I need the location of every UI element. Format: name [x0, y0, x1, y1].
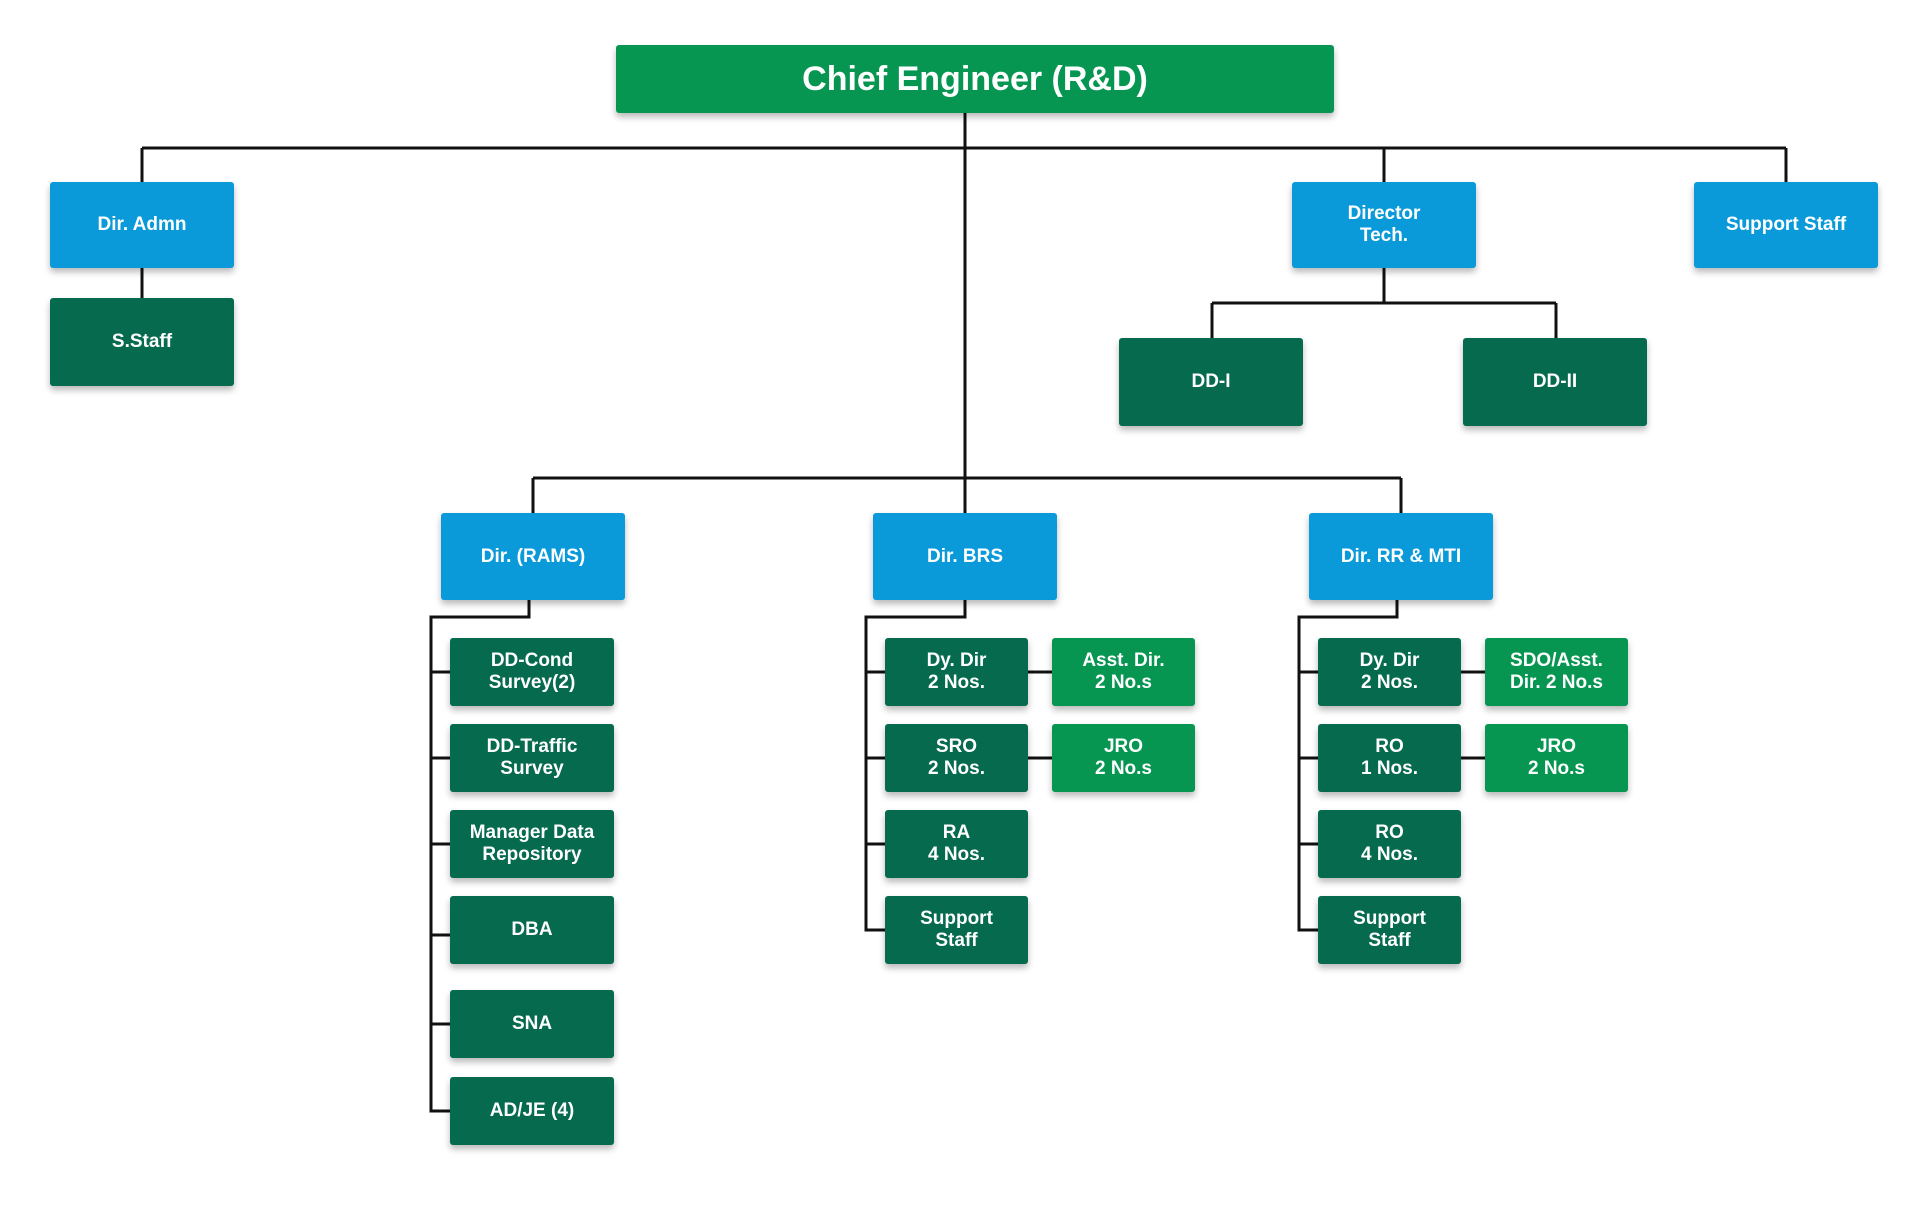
node-rams-manager: Manager Data Repository	[450, 810, 614, 878]
node-brs-jro: JRO 2 No.s	[1052, 724, 1195, 792]
node-dir-admn: Dir. Admn	[50, 182, 234, 268]
connector-tech-dd	[1210, 268, 1558, 338]
node-brs-asst-dir: Asst. Dir. 2 No.s	[1052, 638, 1195, 706]
node-brs-sro: SRO 2 Nos.	[885, 724, 1028, 792]
node-brs-support-staff: Support Staff	[885, 896, 1028, 964]
node-rams-dd-cond: DD-Cond Survey(2)	[450, 638, 614, 706]
node-rr-ro1: RO 1 Nos.	[1318, 724, 1461, 792]
node-support-staff-top: Support Staff	[1694, 182, 1878, 268]
node-rr-jro: JRO 2 No.s	[1485, 724, 1628, 792]
node-rr-ro4: RO 4 Nos.	[1318, 810, 1461, 878]
node-chief-engineer: Chief Engineer (R&D)	[616, 45, 1334, 113]
node-s-staff: S.Staff	[50, 298, 234, 386]
node-dd-i: DD-I	[1119, 338, 1303, 426]
node-rams-dd-traffic: DD-Traffic Survey	[450, 724, 614, 792]
connector-rams-bracket	[429, 600, 531, 1113]
node-rr-dy-dir: Dy. Dir 2 Nos.	[1318, 638, 1461, 706]
connector-lower-bus	[531, 476, 1403, 513]
connector-rr-bracket	[1297, 600, 1485, 932]
node-dir-rr-mti: Dir. RR & MTI	[1309, 513, 1493, 600]
node-director-tech: Director Tech.	[1292, 182, 1476, 268]
node-dir-brs: Dir. BRS	[873, 513, 1057, 600]
node-brs-dy-dir: Dy. Dir 2 Nos.	[885, 638, 1028, 706]
node-rr-support-staff: Support Staff	[1318, 896, 1461, 964]
node-dir-rams: Dir. (RAMS)	[441, 513, 625, 600]
node-rams-sna: SNA	[450, 990, 614, 1058]
node-dd-ii: DD-II	[1463, 338, 1647, 426]
connector-brs-bracket	[864, 600, 1052, 932]
node-rr-sdo: SDO/Asst. Dir. 2 No.s	[1485, 638, 1628, 706]
node-rams-adje: AD/JE (4)	[450, 1077, 614, 1145]
node-rams-dba: DBA	[450, 896, 614, 964]
node-brs-ra: RA 4 Nos.	[885, 810, 1028, 878]
